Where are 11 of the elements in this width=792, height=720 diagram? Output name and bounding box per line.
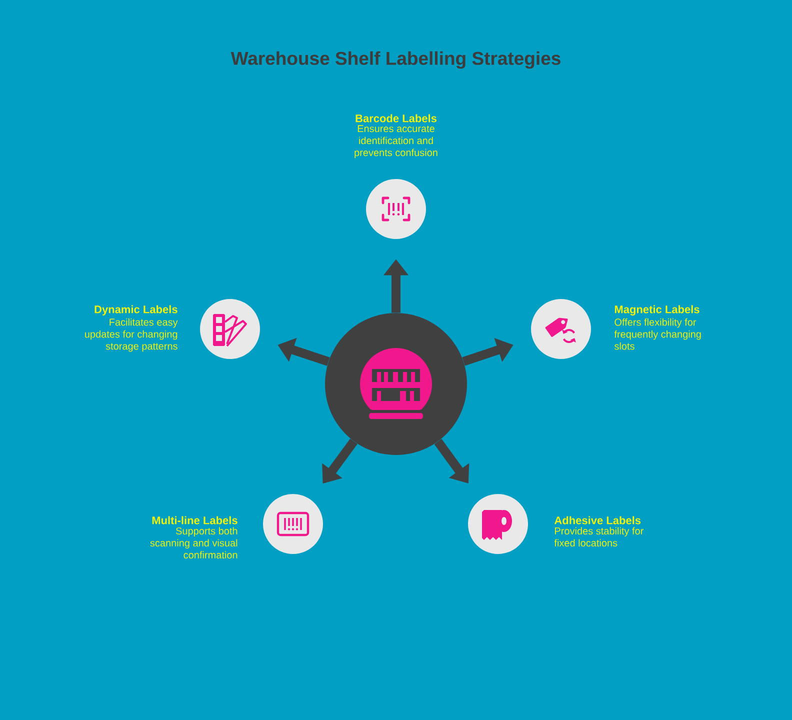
node-heading: Magnetic Labels bbox=[614, 305, 700, 316]
node-heading: Barcode Labels bbox=[356, 114, 436, 122]
node-heading: Adhesive Labels bbox=[554, 516, 641, 524]
node-description: Offers flexibility for frequently changing slots bbox=[614, 318, 701, 350]
node-heading: Multi-line Labels bbox=[152, 516, 238, 524]
node-description: Ensures accurate identification and prevents confusion bbox=[354, 125, 438, 158]
node-description: Provides stability for fixed locations bbox=[554, 527, 644, 547]
node-description: Supports both scanning and visual confirmation bbox=[150, 527, 238, 559]
title: Warehouse Shelf Labelling Strategies bbox=[230, 51, 560, 69]
node-heading: Dynamic Labels bbox=[94, 305, 178, 316]
node-description: Facilitates easy updates for changing storage patterns bbox=[85, 318, 178, 352]
